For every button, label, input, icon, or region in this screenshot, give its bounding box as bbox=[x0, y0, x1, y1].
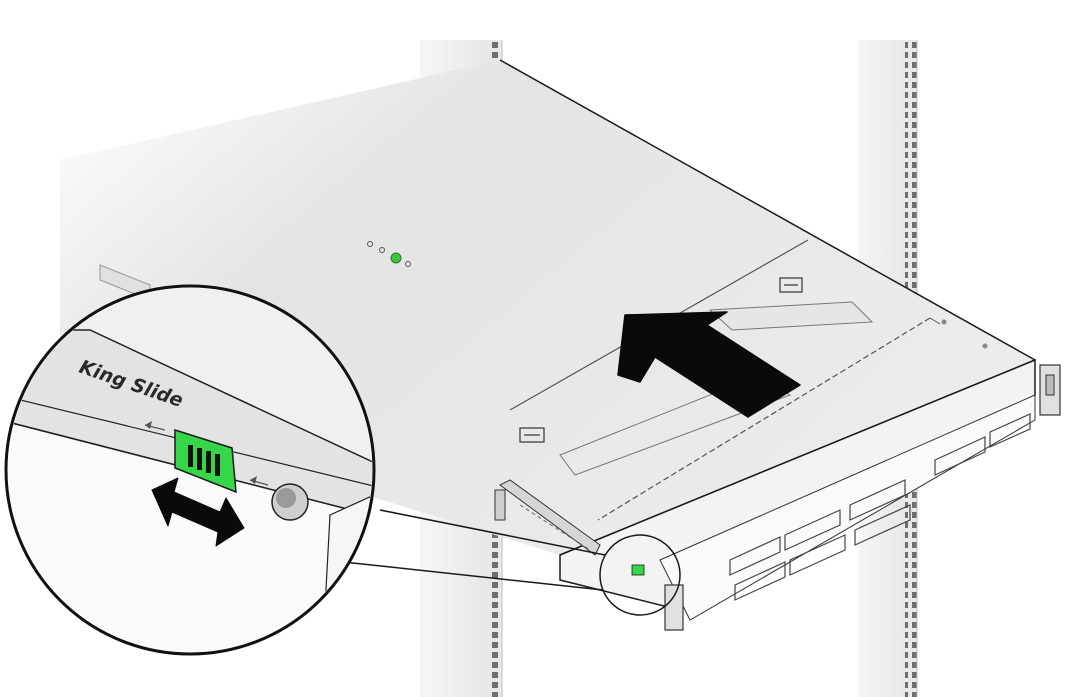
callout-leader-top bbox=[379, 509, 606, 556]
drive-bays bbox=[729, 413, 1031, 601]
slide-direction-arrow bbox=[151, 477, 245, 547]
callout-leader-bottom bbox=[324, 559, 604, 591]
server-front-bezel bbox=[559, 358, 1061, 631]
slide-rail-left bbox=[99, 264, 601, 556]
detail-marker-circle bbox=[599, 534, 681, 616]
release-tab-small bbox=[631, 564, 645, 576]
cover-panel-rear bbox=[708, 301, 874, 331]
mounting-ear-right bbox=[1039, 364, 1061, 416]
cover-latch-icon-front bbox=[519, 427, 545, 443]
release-tab-icon bbox=[174, 428, 237, 494]
mounting-ear-left bbox=[664, 584, 684, 631]
status-led-cluster bbox=[367, 241, 411, 267]
status-led-green bbox=[390, 252, 402, 264]
callout-border bbox=[4, 284, 376, 656]
push-direction-arrow bbox=[617, 311, 801, 418]
cover-latch-icon-rear bbox=[779, 277, 803, 293]
rail-inner-face bbox=[8, 329, 372, 521]
